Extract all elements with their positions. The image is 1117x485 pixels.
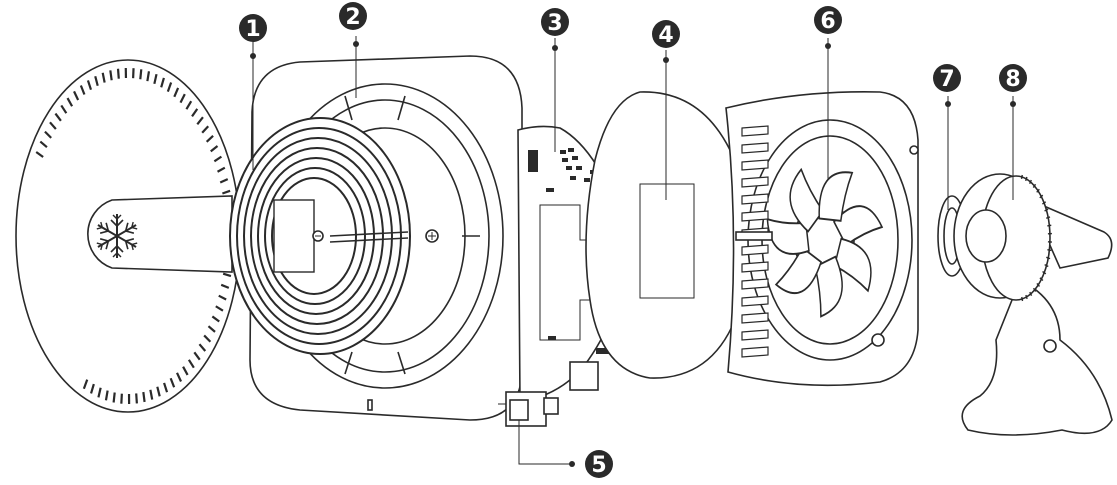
callout-6-label: 6	[820, 9, 835, 34]
grip-ridges	[1020, 174, 1052, 302]
callout-3: 3	[541, 8, 569, 36]
part-5-usb-port	[498, 391, 559, 427]
part-8-vent-clip	[953, 173, 1113, 436]
part-4-thermal-pad	[585, 91, 748, 379]
snowflake-icon	[96, 214, 138, 258]
callout-4: 4	[652, 20, 680, 48]
screw-icon	[425, 229, 439, 243]
screw-icon	[312, 230, 324, 242]
callout-3-label: 3	[547, 11, 562, 36]
callout-2: 2	[339, 2, 367, 30]
part-2-coil-housing	[229, 55, 523, 421]
callout-7: 7	[933, 64, 961, 92]
part-6-fan	[725, 91, 919, 387]
callout-2-label: 2	[345, 5, 360, 30]
callout-1-label: 1	[245, 17, 260, 42]
callout-5: 5	[585, 450, 613, 478]
callout-8-label: 8	[1005, 67, 1020, 92]
leader-lines	[250, 36, 1016, 467]
callout-4-label: 4	[658, 23, 673, 48]
callout-6: 6	[814, 6, 842, 34]
callout-7-label: 7	[939, 67, 954, 92]
callout-5-label: 5	[591, 453, 606, 478]
fan-blades	[766, 167, 884, 318]
part-1-front-cover	[15, 59, 241, 413]
callout-1: 1	[239, 14, 267, 42]
callout-8: 8	[999, 64, 1027, 92]
